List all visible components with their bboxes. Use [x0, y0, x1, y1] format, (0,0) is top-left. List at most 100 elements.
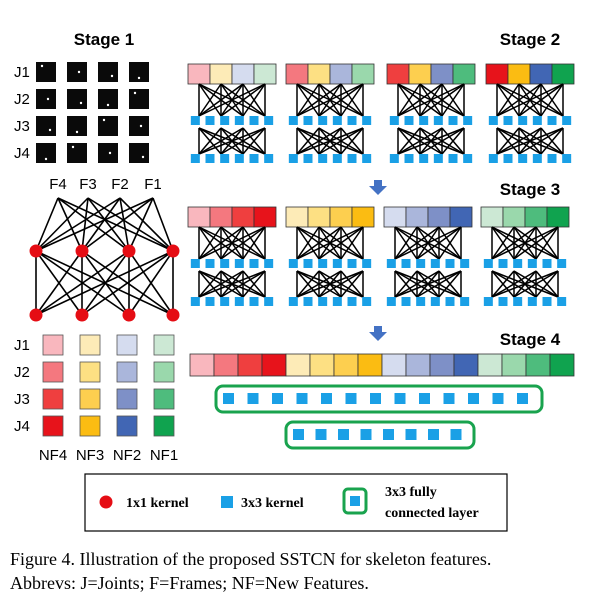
kernel-3x3-square	[247, 393, 259, 404]
feature-cell	[546, 206, 570, 228]
connection-line	[296, 83, 364, 117]
skeleton-frame-thumbnail	[36, 62, 56, 82]
new-feature-cell	[42, 361, 64, 383]
feature-cell	[480, 206, 504, 228]
kernel-3x3-square	[433, 116, 443, 125]
feature-cell	[524, 206, 548, 228]
connection-line	[35, 197, 89, 252]
feature-cell	[351, 206, 375, 228]
feature-cell	[253, 63, 277, 85]
feature-cell	[231, 206, 255, 228]
feature-cell	[477, 353, 503, 377]
new-feature-label-nf3: NF3	[76, 447, 104, 464]
kernel-3x3-square	[234, 259, 244, 268]
connection-line	[397, 83, 443, 117]
connection-line	[397, 127, 465, 155]
feature-cell	[485, 63, 509, 85]
kernel-3x3-square	[492, 393, 504, 404]
connection-line	[318, 127, 364, 155]
kernel-3x3-square	[557, 259, 567, 268]
stage-arrows	[369, 180, 387, 341]
feature-cell	[525, 353, 551, 377]
connection-line	[513, 226, 559, 260]
connection-line	[242, 226, 266, 260]
connection-line	[296, 127, 342, 155]
frame-label-f4: F4	[49, 176, 67, 193]
kernel-3x3-square	[350, 496, 360, 506]
connection-line	[513, 270, 559, 298]
kernel-3x3-square	[264, 297, 274, 306]
kernel-3x3-square	[428, 429, 439, 440]
joint-point	[106, 103, 110, 107]
new-feature-label-nf1: NF1	[150, 447, 178, 464]
feature-cell	[381, 353, 407, 377]
feature-cell	[231, 63, 255, 85]
connection-line	[296, 270, 364, 298]
new-feature-label-nf4: NF4	[39, 447, 67, 464]
legend-label-fc-2: connected layer	[385, 506, 479, 521]
connection-line	[128, 197, 154, 252]
stage2-panel	[187, 63, 575, 163]
kernel-3x3-square	[404, 154, 414, 163]
skeleton-frame-thumbnail	[67, 116, 87, 136]
stage4-panel	[189, 353, 575, 450]
kernel-3x3-square	[401, 259, 411, 268]
joint-point	[44, 157, 48, 161]
kernel-3x3-square	[205, 154, 215, 163]
feature-cell	[253, 206, 277, 228]
joint-point	[108, 151, 112, 155]
frame-label-f3: F3	[79, 176, 97, 193]
new-feature-cell	[79, 388, 101, 410]
connection-line	[397, 127, 443, 155]
kernel-3x3-square	[234, 154, 244, 163]
joint-point	[141, 155, 145, 159]
connection-line	[35, 250, 130, 316]
kernel-3x3-square	[547, 154, 557, 163]
kernel-3x3-square	[347, 154, 357, 163]
kernel-3x3-square	[527, 297, 537, 306]
kernel-3x3-square	[205, 297, 215, 306]
feature-cell	[453, 353, 479, 377]
kernel-3x3-square	[450, 429, 462, 440]
kernel-3x3-square	[332, 116, 342, 125]
kernel-3x3-square	[288, 297, 298, 306]
kernel-3x3-square	[288, 116, 298, 125]
joint-point	[102, 118, 106, 122]
feature-cell	[449, 206, 473, 228]
kernel-3x3-square	[445, 259, 455, 268]
kernel-3x3-square	[419, 154, 429, 163]
kernel-3x3-square	[221, 496, 233, 508]
kernel-3x3-square	[557, 297, 567, 306]
feature-cell	[507, 63, 531, 85]
connection-line	[416, 226, 462, 260]
new-feature-cell	[42, 415, 64, 437]
kernel-3x3-square	[419, 393, 430, 404]
connection-line	[220, 226, 266, 260]
connection-line	[57, 197, 174, 252]
kernel-3x3-square	[318, 259, 328, 268]
feature-cell	[285, 353, 311, 377]
kernel-3x3-square	[547, 116, 557, 125]
skeleton-frame-thumbnail	[98, 116, 118, 136]
down-arrow	[369, 180, 387, 195]
connection-line	[340, 83, 364, 117]
connection-line	[296, 270, 320, 298]
kernel-3x3-square	[532, 116, 542, 125]
kernel-3x3-square	[433, 154, 443, 163]
kernel-3x3-square	[483, 297, 493, 306]
kernel-3x3-square	[416, 259, 426, 268]
connection-line	[198, 270, 244, 298]
kernel-3x3-square	[498, 259, 508, 268]
feature-cell	[187, 206, 211, 228]
kernel-3x3-square	[513, 297, 523, 306]
kernel-3x3-square	[249, 259, 259, 268]
connection-line	[441, 83, 465, 117]
connection-line	[35, 197, 59, 252]
feature-cell	[551, 63, 575, 85]
kernel-3x3-square	[430, 259, 440, 268]
kernel-3x3-square	[518, 116, 528, 125]
connection-line	[81, 250, 174, 316]
kernel-3x3-square	[264, 116, 274, 125]
feature-cell	[405, 206, 429, 228]
